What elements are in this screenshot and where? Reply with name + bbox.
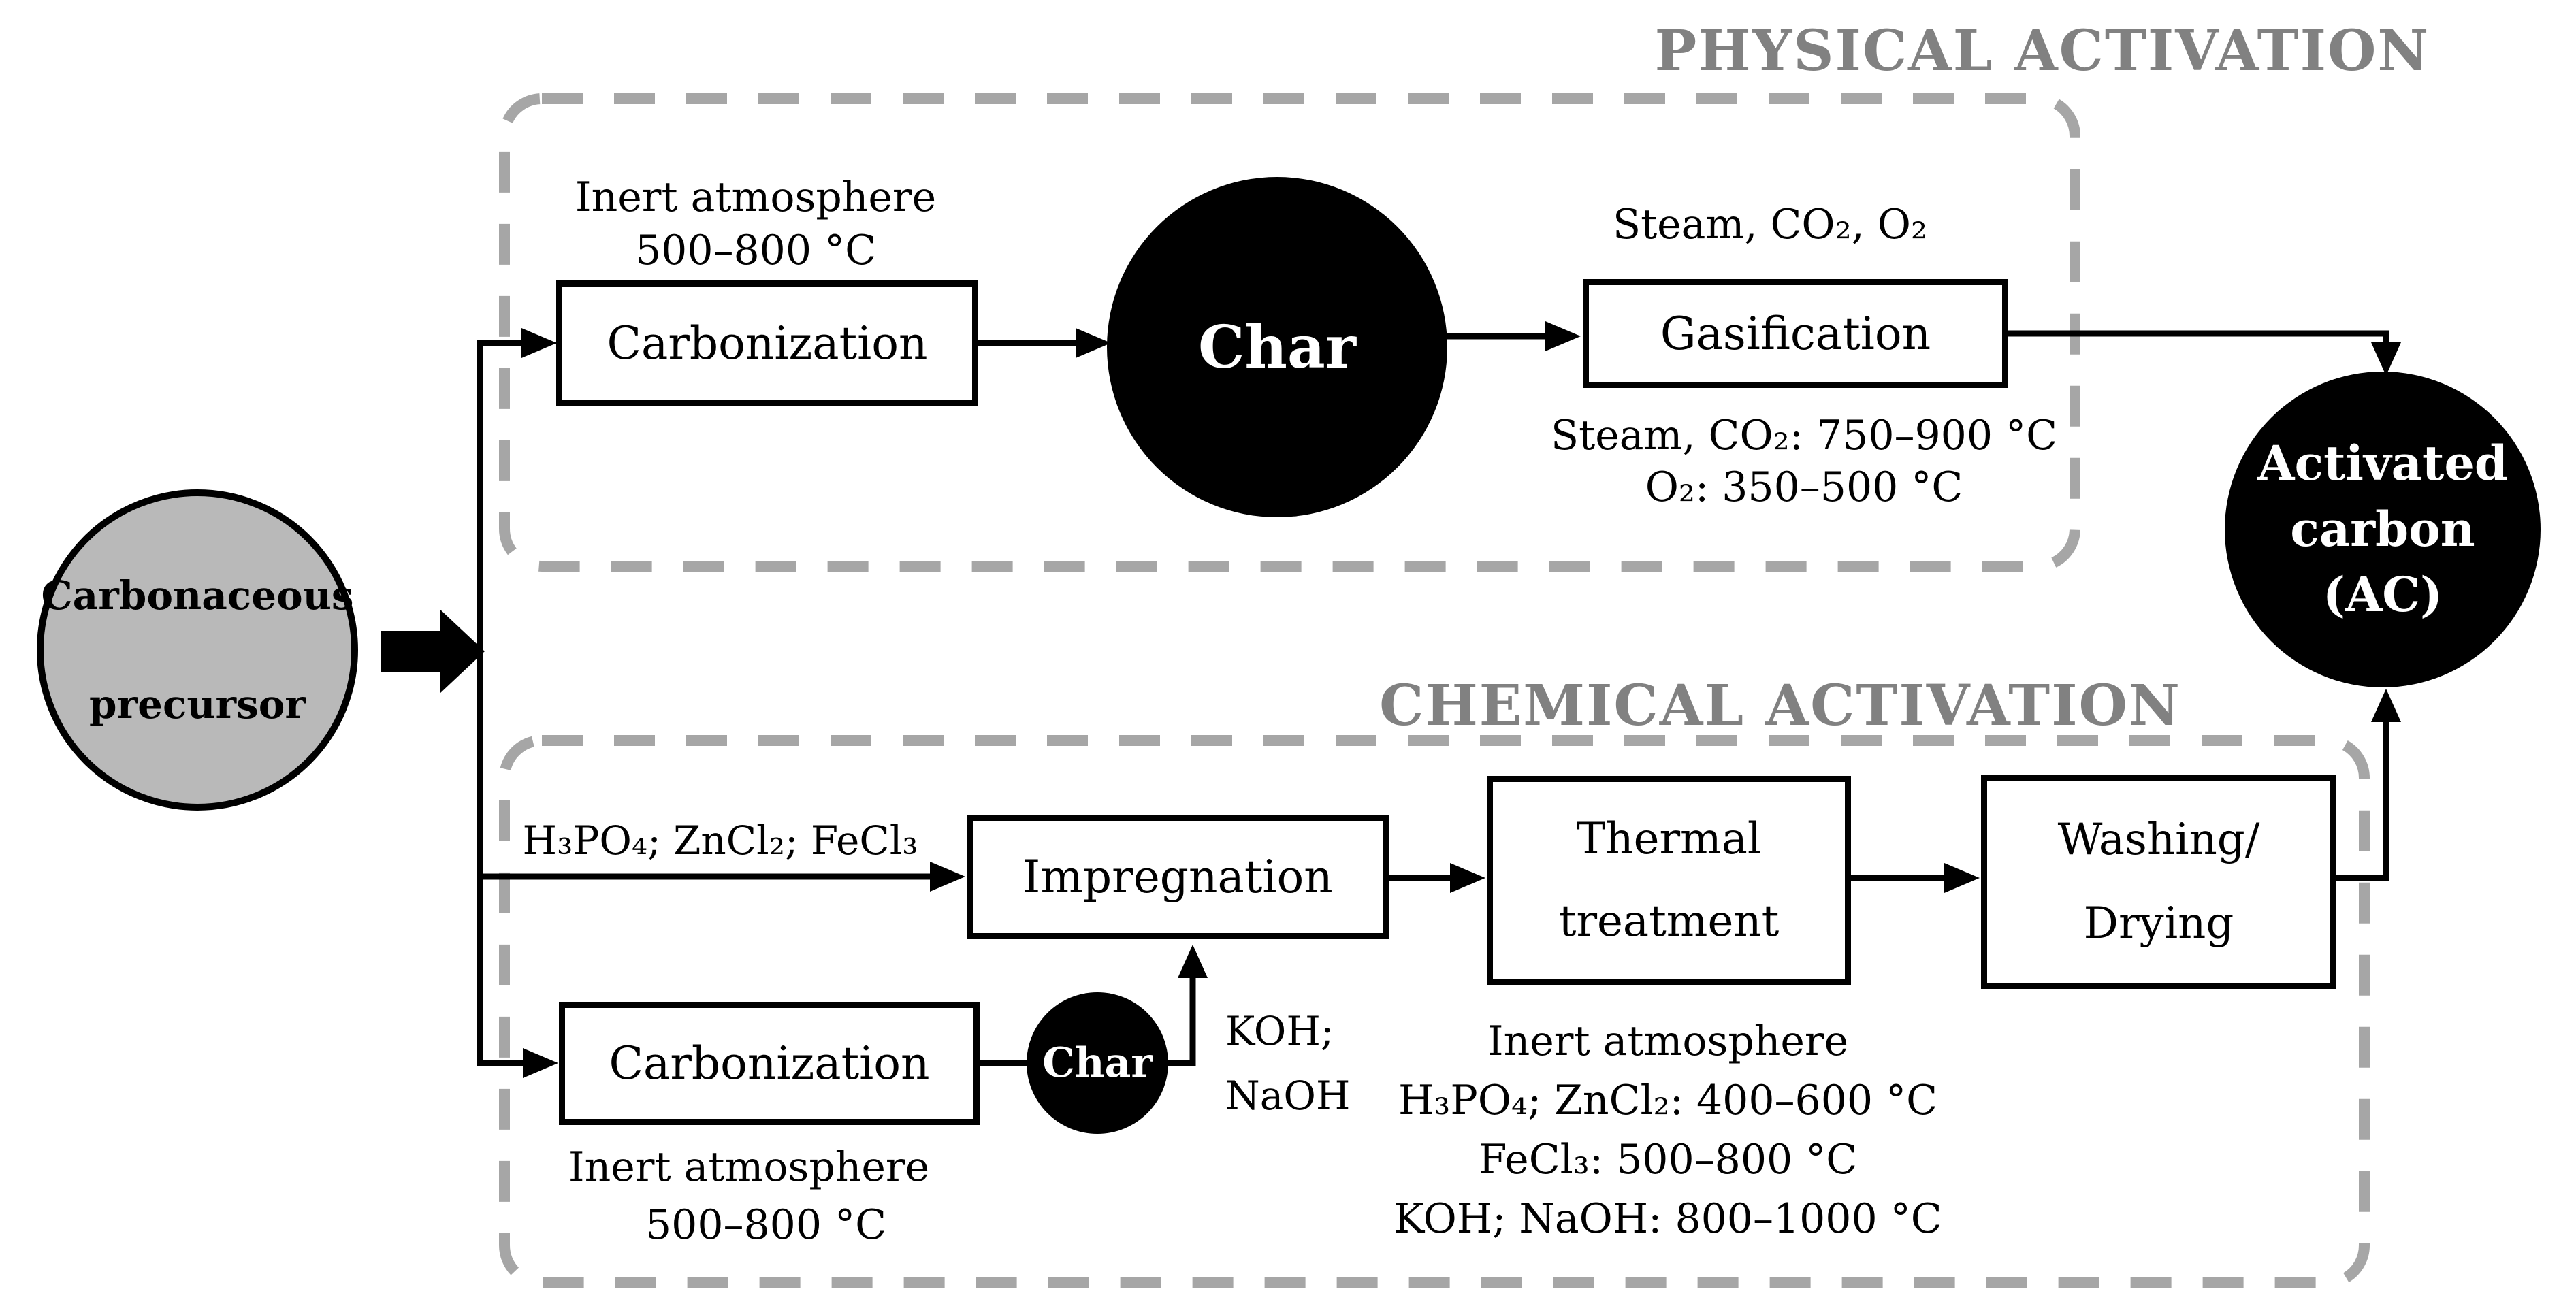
gasification-temp-note2: O₂: 350–500 °C [1645,463,1963,511]
carbonization-bottom-label: Carbonization [609,1037,930,1090]
chemical-activation-border [499,735,2370,1288]
impregnation-agents-label: H₃PO₄; ZnCl₂; FeCl₃ [522,817,918,864]
chemical-activation-title: CHEMICAL ACTIVATION [1379,673,2181,738]
activated-carbon-line1: Activated [2257,435,2508,492]
arrow-char-bottom-to-impregnation-head [1178,945,1208,978]
arrow-trunk-to-impregnation-head [930,862,965,892]
washing-drying-box: Washing/ Drying [1981,775,2336,989]
activated-carbon-line2: carbon [2290,500,2475,557]
char-bottom-agent2: NaOH [1225,1073,1351,1119]
carbonization-top-note-atmosphere: Inert atmosphere [575,174,937,221]
gasification-label: Gasification [1660,307,1931,360]
char-bottom-node: Char [1027,992,1168,1134]
thermal-note-temp3: KOH; NaOH: 800–1000 °C [1394,1195,1942,1243]
arrow-washing-to-ac-head [2371,689,2401,722]
activated-carbon-line3: (AC) [2322,566,2443,623]
precursor-label-line1: Carbonaceous [41,572,354,619]
carbonization-top-label: Carbonization [607,316,928,370]
thermal-note-temp1: H₃PO₄; ZnCl₂: 400–600 °C [1398,1077,1938,1124]
arrow-gasification-to-ac [2008,330,2389,344]
arrow-thermal-to-washing-head [1944,863,1980,893]
carbonization-top-box: Carbonization [556,280,978,406]
precursor-node: Carbonaceous precursor [37,489,358,811]
thermal-treatment-line2: treatment [1558,896,1780,947]
washing-drying-line2: Drying [2083,898,2234,949]
gasification-agents-note: Steam, CO₂, O₂ [1612,201,1928,248]
activated-carbon-node: Activated carbon (AC) [2225,372,2541,687]
precursor-label-line2: precursor [89,681,306,728]
thermal-note-atmosphere: Inert atmosphere [1487,1017,1849,1065]
arrow-gasification-to-ac-head [2371,342,2401,376]
char-top-node: Char [1107,177,1447,517]
precursor-block-arrow [381,609,485,694]
carbonization-bottom-note-temp: 500–800 °C [645,1201,887,1249]
thermal-treatment-line1: Thermal [1576,814,1762,864]
char-bottom-agent1: KOH; [1225,1008,1334,1054]
physical-activation-title: PHYSICAL ACTIVATION [1654,18,2430,84]
carbonization-bottom-note-atmosphere: Inert atmosphere [568,1143,930,1191]
arrow-char-bottom-to-impregnation [1168,953,1196,1066]
arrow-char-to-gasification-head [1545,321,1581,351]
arrow-trunk-to-carbonization-bottom-head [523,1048,558,1078]
arrow-washing-to-ac [2336,721,2389,881]
arrow-trunk-to-carbonization-top-head [521,328,557,358]
washing-drying-line1: Washing/ [2057,814,2260,865]
gasification-temp-note1: Steam, CO₂: 750–900 °C [1551,412,2057,459]
carbonization-top-note-temp: 500–800 °C [634,227,877,274]
char-bottom-label: Char [1042,1039,1153,1087]
arrow-carbonization-to-char-head [1076,328,1111,358]
impregnation-label: Impregnation [1023,851,1333,903]
char-top-label: Char [1197,312,1356,382]
gasification-box: Gasification [1583,279,2008,388]
carbonization-bottom-box: Carbonization [559,1002,980,1125]
impregnation-box: Impregnation [967,815,1389,939]
thermal-treatment-box: Thermal treatment [1487,776,1851,985]
thermal-note-temp2: FeCl₃: 500–800 °C [1478,1136,1858,1184]
arrow-impregnation-to-thermal-head [1450,863,1485,893]
